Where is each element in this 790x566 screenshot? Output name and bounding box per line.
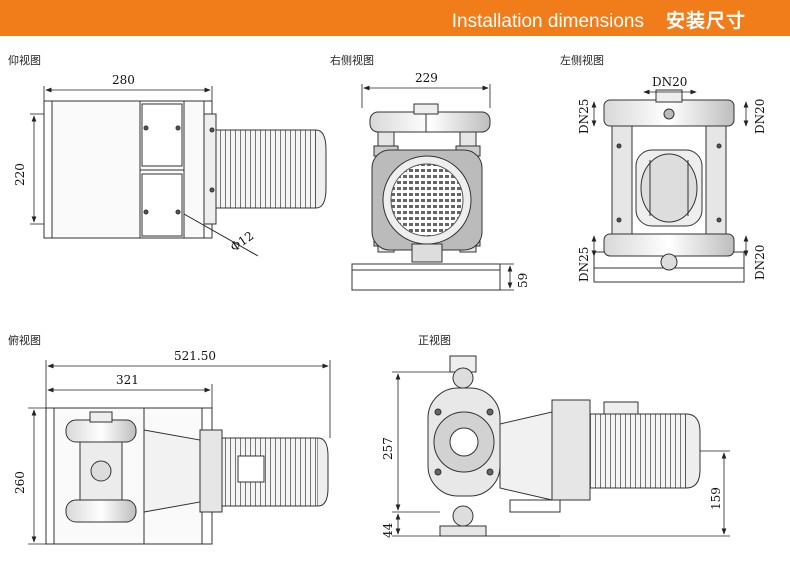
top-view-drawing xyxy=(45,407,329,545)
front-view-drawing xyxy=(427,355,701,537)
front-view-base: 44 xyxy=(381,522,395,538)
bottom-view-label: 仰视图 xyxy=(8,54,41,67)
top-view-overall: 521.50 xyxy=(174,349,216,363)
right-view-width: 229 xyxy=(415,71,438,85)
top-view-pump: 321 xyxy=(116,373,139,387)
left-view-dn-right-bottom: DN20 xyxy=(753,245,767,280)
bottom-view-width: 280 xyxy=(112,73,135,87)
front-view-motor-height: 159 xyxy=(709,487,723,510)
right-view-dimensions xyxy=(361,84,514,291)
header-title: Installation dimensions 安装尺寸 xyxy=(452,6,746,33)
bottom-view-height: 220 xyxy=(13,163,27,186)
top-view-label: 俯视图 xyxy=(8,334,41,347)
top-view-height: 260 xyxy=(13,471,27,494)
left-view-label: 左侧视图 xyxy=(560,54,604,67)
right-view-drawing xyxy=(351,103,501,291)
left-view-dn-right-top: DN20 xyxy=(753,99,767,134)
header-banner: Installation dimensions 安装尺寸 xyxy=(0,0,790,36)
bottom-view-dimensions xyxy=(30,86,213,225)
bottom-view-hole: Φ12 xyxy=(228,229,257,255)
left-view-dn-left-top: DN25 xyxy=(577,99,591,134)
left-view-top-port: DN20 xyxy=(652,75,687,89)
header-title-en: Installation dimensions xyxy=(451,11,644,32)
header-title-cn: 安装尺寸 xyxy=(665,11,746,32)
front-view-height: 257 xyxy=(381,437,395,460)
left-view-drawing xyxy=(593,89,745,283)
left-view-dn-left-bottom: DN25 xyxy=(577,247,591,282)
front-view-label: 正视图 xyxy=(418,334,451,347)
top-view-dimensions xyxy=(28,360,331,545)
bottom-view-drawing xyxy=(43,100,327,257)
right-view-base-height: 59 xyxy=(516,273,530,288)
right-view-label: 右侧视图 xyxy=(330,54,374,67)
front-view-dimensions xyxy=(392,371,730,537)
left-view-dimensions xyxy=(591,89,749,257)
